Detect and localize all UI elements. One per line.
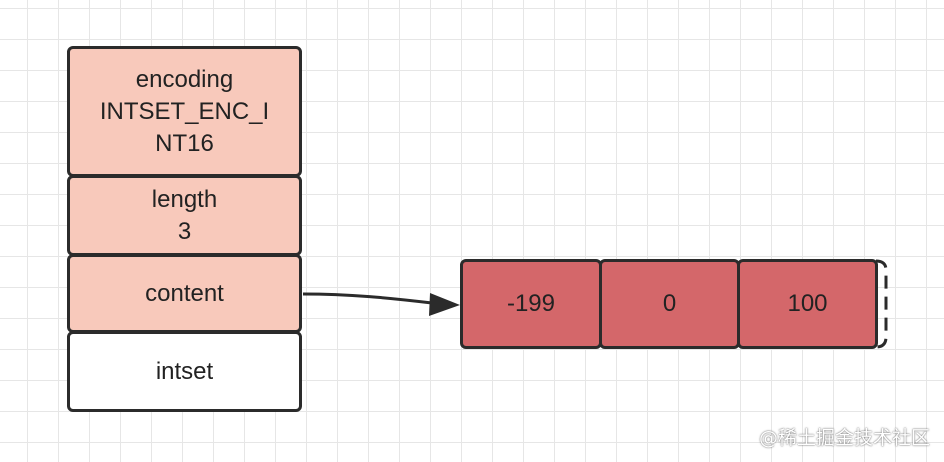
encoding-value-line1: INTSET_ENC_I	[99, 97, 270, 125]
arrow-shaft	[302, 292, 433, 305]
watermark: @稀土掘金技术社区	[758, 427, 930, 449]
arrow-head	[429, 293, 460, 316]
content-label: content	[145, 279, 224, 307]
content-field: content	[67, 254, 302, 333]
length-value: 3	[177, 217, 192, 245]
encoding-field: encoding INTSET_ENC_I NT16	[67, 46, 302, 177]
array-cell-value: 100	[787, 290, 828, 317]
length-label: length	[151, 185, 218, 213]
encoding-value-line2: NT16	[155, 129, 214, 157]
array-cell-value: 0	[662, 290, 677, 317]
length-field: length 3	[67, 175, 302, 256]
array-cell-value: -199	[506, 290, 556, 317]
array-cell-1: 0	[599, 259, 740, 349]
intset-name-label: intset	[155, 357, 214, 385]
array-cell-0: -199	[460, 259, 602, 349]
array-cell-2: 100	[737, 259, 878, 349]
intset-name-box: intset	[67, 331, 302, 412]
encoding-label: encoding	[135, 65, 234, 93]
